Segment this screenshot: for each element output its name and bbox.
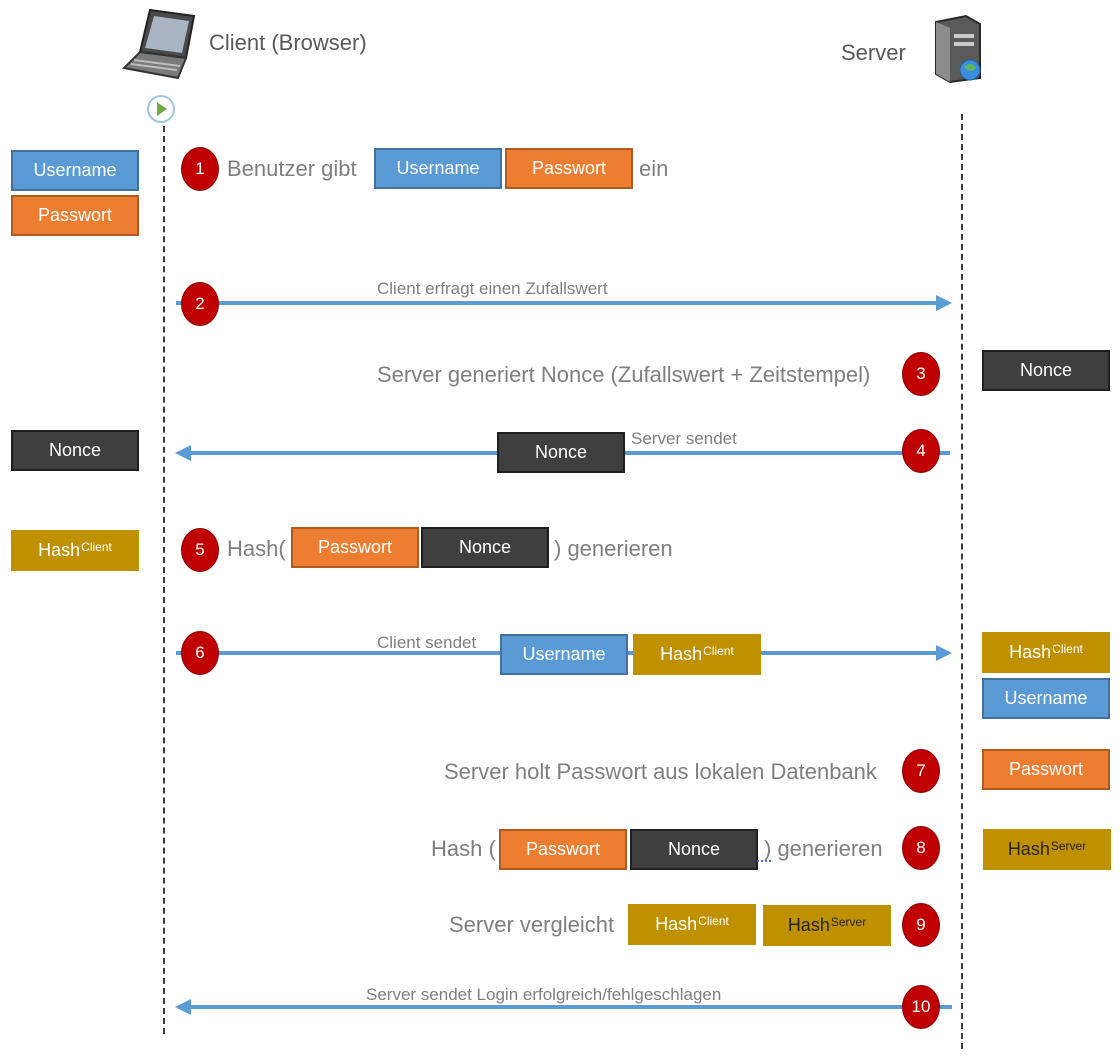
hash-label: Hash (1009, 642, 1052, 662)
step2-message: Client erfragt einen Zufallswert (377, 279, 608, 298)
step7-text: Server holt Passwort aus lokalen Datenba… (444, 759, 877, 784)
server-state-nonce: Nonce (982, 350, 1110, 391)
arrowhead-step10 (175, 999, 191, 1015)
step5-text-pre: Hash( (227, 536, 286, 561)
step-badge-5: 5 (181, 528, 219, 572)
arrowhead-step2 (936, 295, 952, 311)
spellcheck-underline (757, 856, 771, 862)
step8-nonce-box: Nonce (630, 829, 758, 870)
client-state-nonce: Nonce (11, 430, 139, 471)
hash-client-sup: Client (703, 643, 734, 658)
arrow-step10 (190, 1005, 952, 1009)
hash-client-sup: Client (698, 913, 729, 928)
step8-text-pre: Hash ( (431, 836, 496, 861)
hash-client-sup: Client (81, 539, 112, 554)
arrowhead-step6 (936, 645, 952, 661)
server-actor-label: Server (841, 40, 906, 65)
step6-username-box: Username (500, 634, 628, 675)
step10-message: Server sendet Login erfolgreich/fehlgesc… (366, 985, 722, 1004)
hash-client-sup: Client (1052, 641, 1083, 656)
hash-label: Hash (655, 914, 698, 934)
step-badge-2: 2 (181, 282, 219, 326)
step5-text-post: ) generieren (554, 536, 673, 561)
server-lifeline (961, 114, 963, 1049)
server-state-passwort: Passwort (982, 749, 1110, 790)
hash-label: Hash (38, 540, 81, 560)
play-icon (147, 95, 175, 123)
step6-message: Client sendet (377, 633, 477, 652)
server-state-username: Username (982, 678, 1110, 719)
step8-text-post: ) generieren (764, 836, 883, 861)
step3-text: Server generiert Nonce (Zufallswert + Ze… (377, 362, 871, 387)
step5-passwort-box: Passwort (291, 527, 419, 568)
hash-label: Hash (787, 915, 830, 935)
step-badge-3: 3 (902, 352, 940, 396)
hash-server-sup: Server (830, 914, 867, 929)
step4-message: Server sendet (631, 429, 737, 448)
hash-label: Hash (660, 644, 703, 664)
hash-server-sup: Server (1050, 838, 1087, 853)
client-lifeline (163, 126, 165, 1034)
arrowhead-step4 (175, 445, 191, 461)
step-badge-8: 8 (902, 826, 940, 870)
laptop-icon (121, 8, 196, 80)
step1-text-post: ein (639, 156, 669, 181)
hash-label: Hash (1007, 839, 1050, 859)
step4-nonce-box: Nonce (497, 432, 625, 473)
client-state-passwort: Passwort (11, 195, 139, 236)
step-badge-4: 4 (902, 429, 940, 473)
arrow-step2 (176, 301, 938, 305)
step-badge-9: 9 (902, 903, 940, 947)
step-badge-7: 7 (902, 749, 940, 793)
step1-text-pre: Benutzer gibt (227, 156, 357, 181)
step-badge-10: 10 (902, 985, 940, 1029)
client-state-username: Username (11, 150, 139, 191)
step-badge-6: 6 (181, 631, 219, 675)
step-badge-1: 1 (181, 147, 219, 191)
step8-passwort-box: Passwort (499, 829, 627, 870)
client-actor-label: Client (Browser) (209, 30, 367, 55)
step1-passwort-box: Passwort (505, 148, 633, 189)
step1-username-box: Username (374, 148, 502, 189)
server-icon (935, 14, 981, 84)
step9-text: Server vergleicht (449, 912, 615, 937)
step5-nonce-box: Nonce (421, 527, 549, 568)
